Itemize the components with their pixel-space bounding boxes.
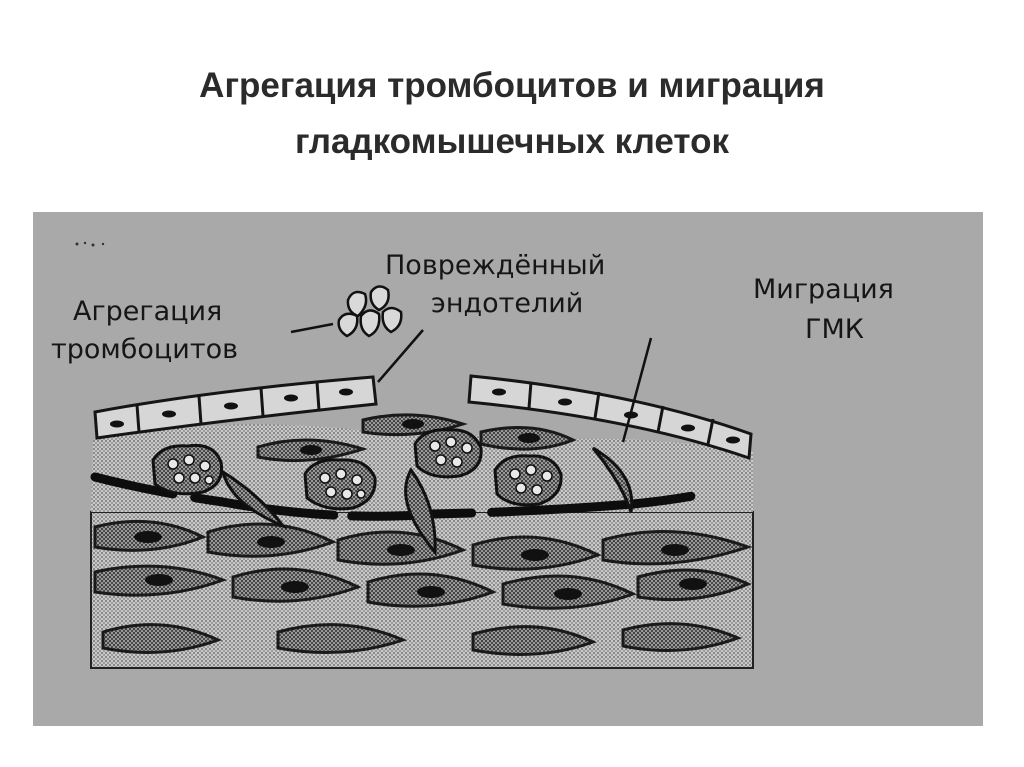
platelet-granules [167, 436, 553, 500]
title-line-1: Агрегация тромбоцитов и миграция [199, 66, 825, 105]
label-damaged-endothelium-2: эндотелий [431, 288, 583, 319]
pointer-lines [290, 322, 653, 443]
platelet-cluster [337, 285, 403, 338]
label-platelet-aggregation-2: тромбоцитов [51, 334, 238, 365]
label-smc-migration-2: ГМК [805, 314, 864, 345]
title-line-2: гладкомышечных клеток [295, 122, 729, 161]
slide-title: Агрегация тромбоцитов и миграция гладком… [60, 58, 964, 170]
label-damaged-endothelium-1: Повреждённый [385, 250, 605, 281]
speck-marks [75, 241, 105, 247]
label-smc-migration-1: Миграция [753, 274, 894, 305]
platelet-aggregates [151, 428, 563, 511]
migrating-smc [220, 446, 634, 556]
diagram-canvas: Агрегация тромбоцитов Повреждённый эндот… [51, 241, 894, 669]
endothelium [93, 374, 753, 461]
vessel-wall-diagram: Агрегация тромбоцитов Повреждённый эндот… [33, 212, 983, 726]
tunica-media [90, 511, 754, 669]
label-platelet-aggregation-1: Агрегация [73, 296, 222, 327]
